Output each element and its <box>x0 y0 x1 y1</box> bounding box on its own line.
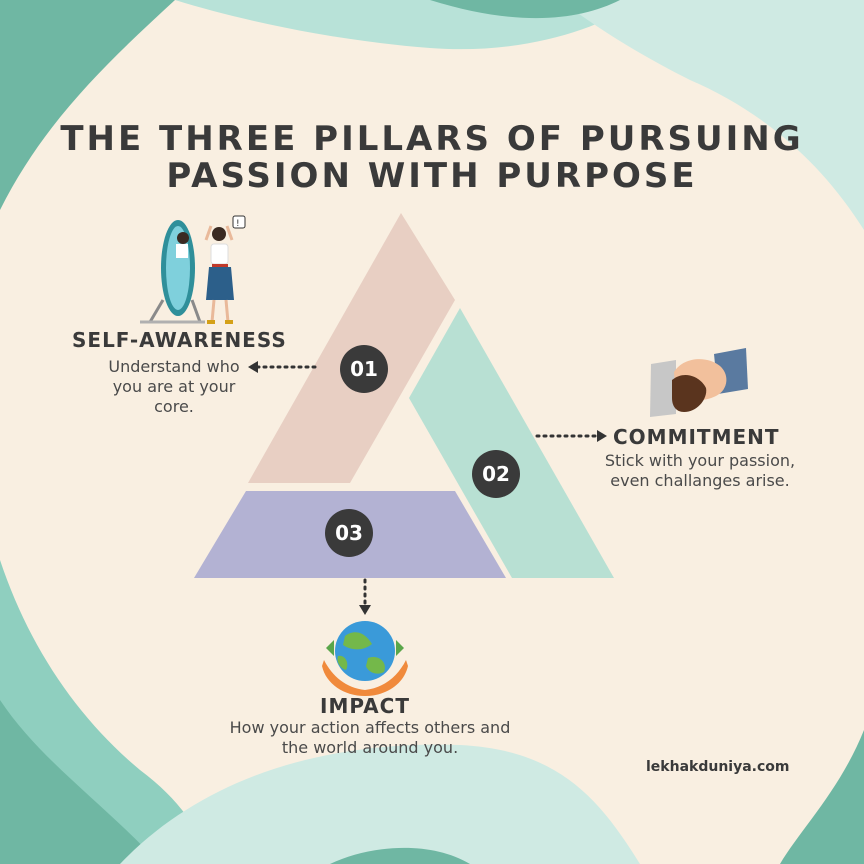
svg-text:!: ! <box>236 219 240 229</box>
badge-03-label: 03 <box>335 521 363 545</box>
badge-03: 03 <box>325 509 373 557</box>
arrow-head-right <box>597 430 607 442</box>
badge-01-label: 01 <box>350 357 378 381</box>
arrow-head-down <box>359 605 371 615</box>
mirror-woman-icon: ! <box>140 215 246 324</box>
badge-02: 02 <box>472 450 520 498</box>
title-line-1: THE THREE PILLARS OF PURSUING <box>60 119 804 159</box>
self-awareness-description: Understand who you are at your core. <box>108 357 240 416</box>
globe-in-hands-icon <box>322 621 408 696</box>
badge-01: 01 <box>340 345 388 393</box>
handshake-icon <box>650 348 748 417</box>
pillar-2-shape <box>409 308 614 578</box>
website-credit: lekhakduniya.com <box>646 759 790 775</box>
pillar-1-shape <box>248 213 455 483</box>
commitment-heading: COMMITMENT <box>613 425 780 449</box>
arrow-head-left <box>248 361 258 373</box>
impact-description: How your action affects others and the w… <box>229 718 511 757</box>
title-line-2: PASSION WITH PURPOSE <box>166 156 698 196</box>
self-awareness-heading: SELF-AWARENESS <box>72 328 287 352</box>
commitment-description: Stick with your passion, even challanges… <box>604 451 796 490</box>
impact-heading: IMPACT <box>320 694 410 718</box>
badge-02-label: 02 <box>482 462 510 486</box>
